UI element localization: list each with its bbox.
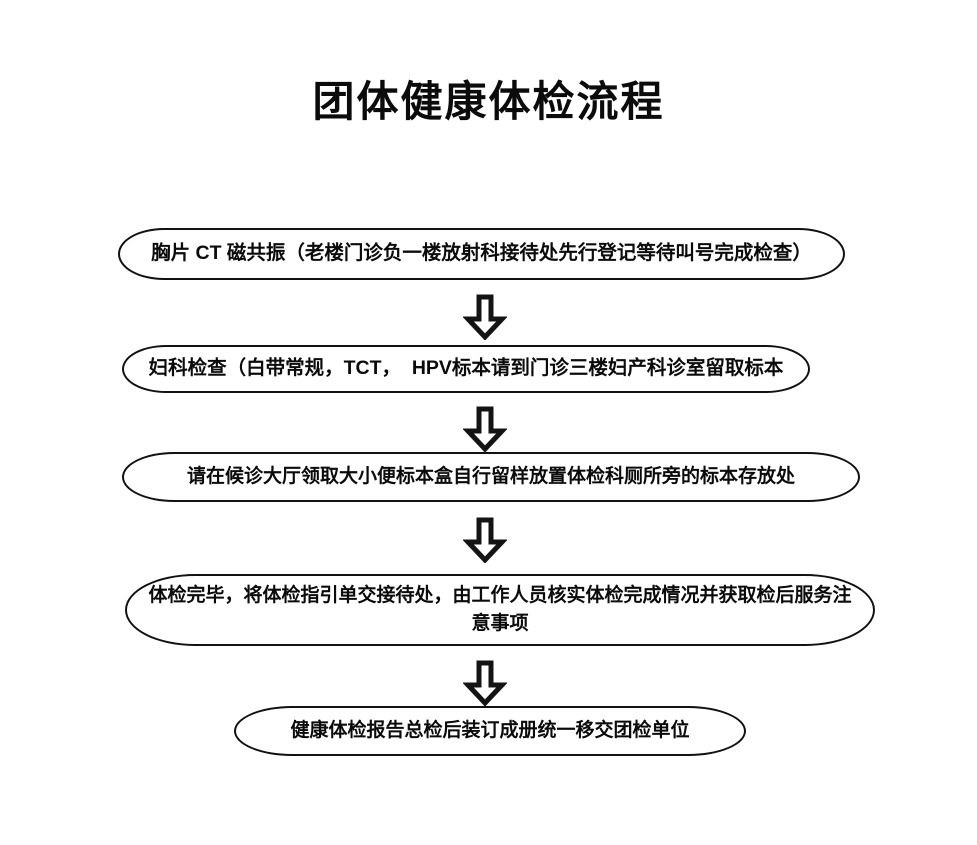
flow-node-label: 请在候诊大厅领取大小便标本盒自行留样放置体检科厕所旁的标本存放处: [186, 465, 795, 487]
down-arrow-icon: [463, 517, 507, 563]
flow-node-step-3[interactable]: 请在候诊大厅领取大小便标本盒自行留样放置体检科厕所旁的标本存放处: [122, 452, 860, 502]
flow-node-step-1[interactable]: 胸片 CT 磁共振（老楼门诊负一楼放射科接待处先行登记等待叫号完成检查）: [118, 228, 845, 280]
down-arrow-icon: [463, 406, 507, 452]
flow-node-label: 妇科检查（白带常规，TCT， HPV标本请到门诊三楼妇产科诊室留取标本: [148, 357, 784, 380]
down-arrow-icon: [463, 660, 507, 706]
flow-node-step-4[interactable]: 体检完毕，将体检指引单交接待处，由工作人员核实体检完成情况并获取检后服务注意事项: [125, 574, 875, 646]
flow-node-step-5[interactable]: 健康体检报告总检后装订成册统一移交团检单位: [234, 706, 746, 756]
page-title: 团体健康体检流程: [312, 78, 665, 125]
flow-node-label: 体检完毕，将体检指引单交接待处，由工作人员核实体检完成情况并获取检后服务注意事项: [148, 584, 852, 635]
flow-node-label: 健康体检报告总检后装订成册统一移交团检单位: [290, 719, 690, 741]
flow-node-label: 胸片 CT 磁共振（老楼门诊负一楼放射科接待处先行登记等待叫号完成检查）: [151, 242, 812, 265]
flow-node-step-2[interactable]: 妇科检查（白带常规，TCT， HPV标本请到门诊三楼妇产科诊室留取标本: [122, 345, 810, 393]
down-arrow-icon: [463, 294, 507, 340]
